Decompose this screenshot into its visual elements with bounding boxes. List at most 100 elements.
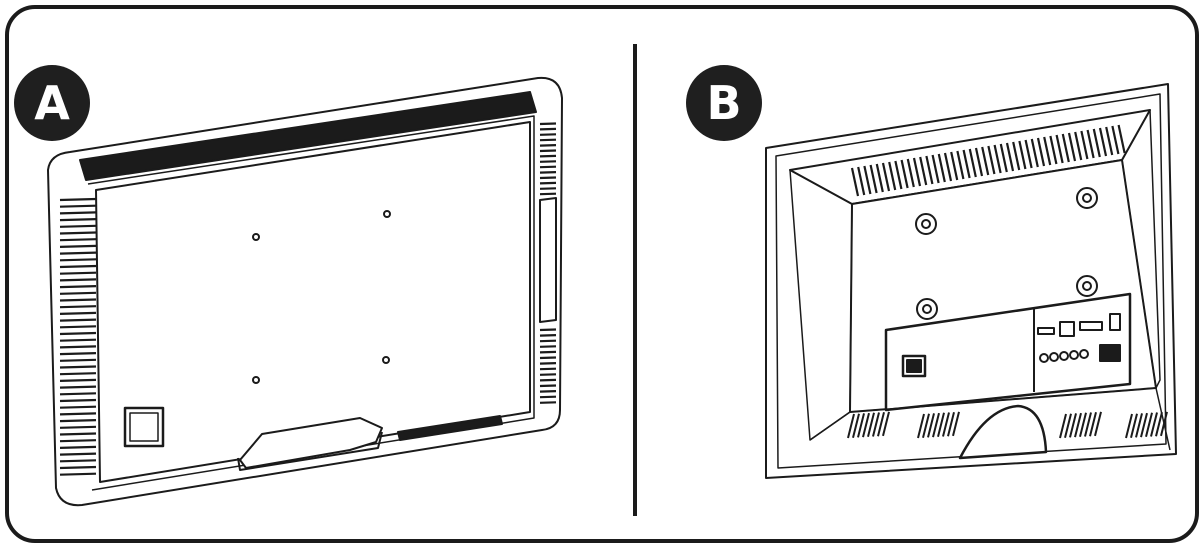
vent-slat bbox=[539, 127, 557, 131]
tv-a-mount-hole bbox=[252, 376, 260, 384]
vent-slat bbox=[1080, 130, 1089, 160]
vent-slat bbox=[59, 305, 97, 309]
vent-slat bbox=[869, 164, 878, 194]
vent-slat bbox=[1117, 124, 1126, 154]
vent-slat bbox=[922, 413, 930, 438]
badge-b: B bbox=[686, 65, 762, 141]
vent-slat bbox=[947, 411, 955, 437]
tv-b-audio-jacks bbox=[1039, 349, 1089, 363]
badge-a: A bbox=[14, 65, 90, 141]
vent-slat bbox=[539, 356, 557, 360]
tv-b-inner-bezel bbox=[775, 93, 1167, 469]
vent-slat bbox=[937, 412, 945, 438]
vent-slat bbox=[981, 146, 990, 176]
vent-slat bbox=[1140, 412, 1148, 438]
tv-a-stand-base bbox=[237, 431, 383, 471]
tv-b-stand bbox=[958, 404, 1048, 460]
vent-slat bbox=[862, 412, 870, 438]
vent-slat bbox=[539, 192, 557, 196]
tv-a-stand-bracket bbox=[239, 417, 383, 469]
vent-slat bbox=[1125, 413, 1133, 439]
vent-slat bbox=[59, 405, 97, 409]
vent-slat bbox=[59, 285, 97, 289]
tv-b-switch bbox=[1099, 344, 1121, 362]
vent-slat bbox=[962, 149, 971, 179]
vent-slat bbox=[877, 411, 885, 437]
tv-b-usb-port bbox=[1109, 313, 1121, 331]
tv-a-power-socket-inner bbox=[129, 412, 159, 442]
vent-slat bbox=[857, 413, 865, 438]
vent-slat bbox=[59, 459, 97, 463]
vent-slat bbox=[1150, 412, 1158, 437]
vent-slat bbox=[539, 160, 557, 163]
vent-slat bbox=[882, 411, 890, 437]
vent-slat bbox=[539, 373, 557, 376]
vent-slat bbox=[539, 401, 557, 404]
vent-slat bbox=[968, 148, 977, 178]
vent-slat bbox=[925, 155, 934, 185]
vent-slat bbox=[59, 432, 97, 436]
tv-b-power-socket-inner bbox=[906, 359, 922, 373]
vent-slat bbox=[1024, 139, 1033, 169]
tv-b-mount-boss bbox=[916, 298, 938, 320]
vent-slat bbox=[1030, 138, 1039, 168]
vent-slat bbox=[857, 166, 866, 196]
vent-slat bbox=[956, 150, 965, 180]
vent-slat bbox=[539, 390, 557, 393]
vent-slat bbox=[59, 251, 97, 255]
vent-slat bbox=[1055, 134, 1064, 164]
vent-slat bbox=[59, 365, 97, 369]
tv-a-right-vent-upper bbox=[539, 122, 557, 196]
vent-slat bbox=[1012, 141, 1021, 171]
vent-slat bbox=[59, 238, 97, 242]
vent-slat bbox=[937, 153, 946, 183]
vent-slat bbox=[539, 328, 557, 332]
tv-a-side-connector-strip bbox=[539, 197, 557, 323]
vent-slat bbox=[59, 211, 97, 215]
vent-slat bbox=[1135, 413, 1143, 438]
vent-slat bbox=[539, 181, 557, 185]
vent-slat bbox=[539, 362, 557, 365]
vent-slat bbox=[539, 378, 557, 382]
vent-slat bbox=[900, 159, 909, 189]
vent-slat bbox=[1098, 127, 1108, 157]
vent-slat bbox=[59, 224, 97, 228]
vent-slat bbox=[59, 264, 97, 269]
vent-slat bbox=[539, 339, 557, 343]
vent-slat bbox=[943, 152, 953, 182]
vent-slat bbox=[863, 165, 872, 195]
vent-slat bbox=[59, 352, 97, 356]
vent-slat bbox=[1155, 411, 1163, 437]
vent-slat bbox=[539, 133, 557, 136]
tv-b-top-vent bbox=[850, 124, 1126, 197]
vent-slat bbox=[999, 143, 1008, 173]
vent-slat bbox=[919, 156, 928, 186]
panel-divider bbox=[633, 44, 637, 516]
vent-slat bbox=[1061, 133, 1070, 163]
vent-slat bbox=[539, 149, 557, 153]
vent-slat bbox=[59, 318, 97, 322]
tv-a-back-plate bbox=[95, 121, 531, 483]
vent-slat bbox=[1130, 413, 1138, 438]
vent-slat bbox=[59, 218, 97, 222]
vent-slat bbox=[539, 384, 557, 388]
vent-slat bbox=[1145, 412, 1153, 438]
tv-b-vga-port bbox=[1059, 321, 1075, 337]
vent-slat bbox=[952, 411, 960, 437]
tv-a-mount-hole bbox=[383, 210, 391, 218]
vent-slat bbox=[59, 258, 97, 262]
vent-slat bbox=[59, 378, 97, 382]
tv-b-mount-boss bbox=[1076, 275, 1098, 297]
vent-slat bbox=[872, 412, 880, 437]
vent-slat bbox=[59, 244, 97, 248]
vent-slat bbox=[59, 338, 97, 342]
tv-a-power-socket bbox=[123, 406, 165, 448]
vent-slat bbox=[539, 165, 557, 169]
vent-slat bbox=[59, 412, 97, 416]
vent-slat bbox=[850, 167, 860, 197]
vent-slat bbox=[894, 160, 903, 190]
vent-slat bbox=[59, 465, 97, 470]
vent-slat bbox=[59, 197, 97, 202]
vent-slat bbox=[917, 413, 925, 439]
vent-slat bbox=[59, 331, 97, 336]
